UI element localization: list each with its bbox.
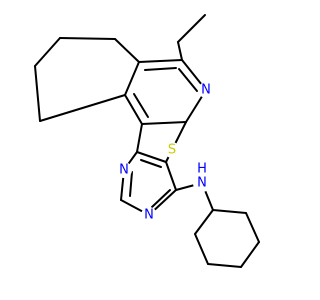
atom-nh-amine-h-label: H — [197, 162, 207, 177]
atom-nh-amine-n-label: N — [197, 176, 207, 191]
bond-c11b-c11a — [124, 94, 143, 125]
atom-n-pyridine-label: N — [201, 83, 211, 98]
bond-cy-1 — [194, 209, 214, 235]
bond-c11c-c4a-inner — [140, 159, 162, 168]
bond-cy-2 — [194, 233, 209, 265]
bond-n3-c4-inner — [151, 189, 171, 208]
bond-ethyl-ch2 — [177, 41, 183, 61]
molecule-canvas: N S N N N H — [34, 14, 260, 268]
bond-c6-n7-inner — [178, 68, 198, 92]
bond-n1-c2-inner — [129, 171, 133, 197]
atom-n-pyrimidine-left-label: N — [119, 163, 129, 178]
bond-c4-c4a — [165, 161, 177, 191]
bond-cy-6 — [212, 209, 247, 214]
bond-c7-c11a — [39, 94, 126, 122]
atom-n-pyrimidine-right-label: N — [144, 208, 154, 223]
atom-nh-amine: N H — [193, 162, 211, 192]
molecule-structure: N S N N N H — [34, 14, 260, 268]
bond-c8-c7 — [34, 65, 41, 122]
bond-c10-c9 — [59, 37, 116, 40]
atom-n-pyrimidine-left: N — [116, 162, 132, 178]
bond-c7a-c11b — [141, 121, 187, 125]
bond-c6a-c6-inner — [144, 67, 177, 71]
bond-ethyl-ch3 — [177, 14, 206, 43]
bond-cy-3 — [207, 263, 242, 268]
bond-c11b-c11c — [136, 123, 143, 153]
bond-cy-4 — [240, 241, 260, 268]
atom-n-pyridine: N — [198, 82, 214, 98]
bond-c6a-c6 — [138, 59, 183, 63]
bond-c11a-c6a — [124, 61, 140, 96]
atom-s-thiophene-label: S — [168, 143, 176, 158]
atom-n-pyrimidine-right: N — [141, 207, 157, 223]
atom-s-thiophene: S — [164, 142, 180, 158]
bond-cy-5 — [245, 212, 260, 243]
bond-c11c-c4a — [136, 151, 167, 163]
bond-c9-c8 — [34, 37, 61, 67]
bond-c6a-c10 — [114, 38, 140, 63]
bond-c11b-c11a-inner — [133, 93, 149, 118]
